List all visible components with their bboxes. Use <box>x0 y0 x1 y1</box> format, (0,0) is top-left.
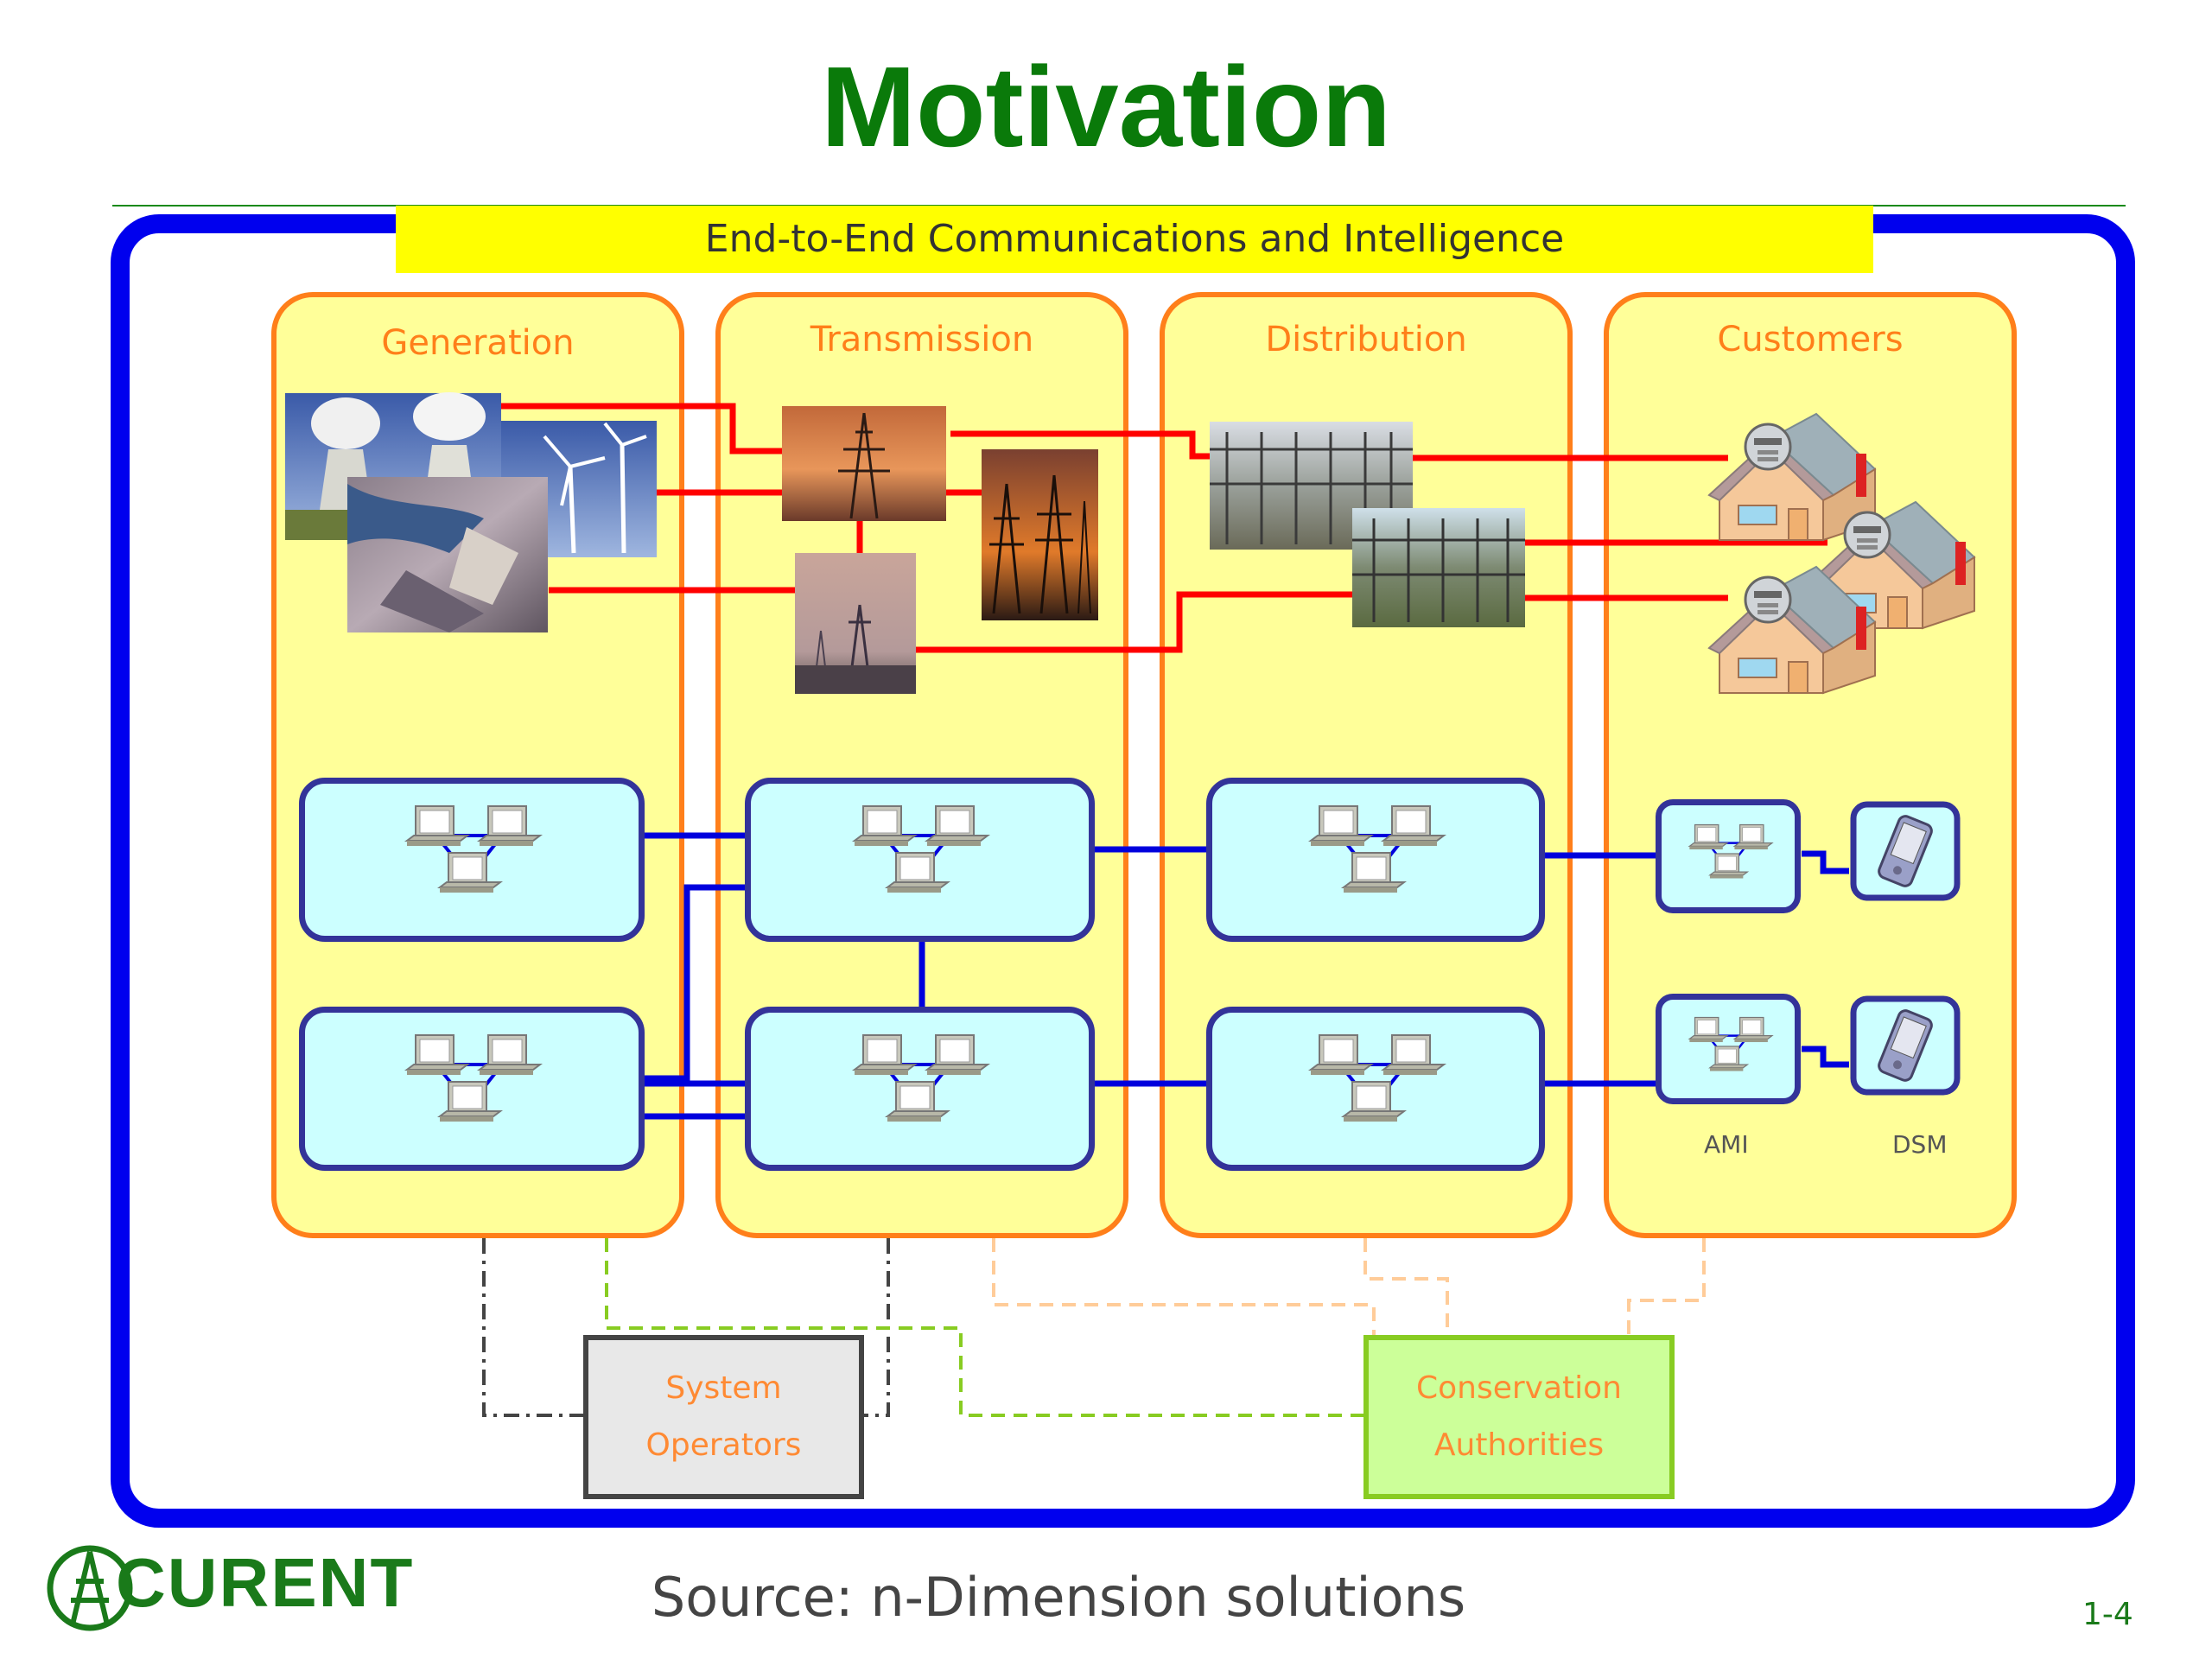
oversight-links <box>482 1238 1706 1417</box>
ami-label: AMI <box>1704 1130 1749 1159</box>
source-credit: Source: n-Dimension solutions <box>651 1566 1466 1629</box>
conservation-authorities-box: Conservation Authorities <box>1363 1335 1675 1499</box>
system-operators-line2: Operators <box>645 1427 802 1463</box>
generation-network-lower <box>299 1007 645 1171</box>
slide-title: Motivation <box>821 43 1391 170</box>
transmission-network-upper <box>745 778 1095 942</box>
column-title-customers: Customers <box>1717 320 1904 359</box>
column-title-generation: Generation <box>381 323 575 363</box>
column-title-transmission: Transmission <box>810 320 1034 359</box>
transmission-towers-haze-photo <box>795 553 916 694</box>
transmission-tower-sunset-photo <box>782 406 946 521</box>
dsm-label: DSM <box>1892 1130 1948 1159</box>
substation-photo-2 <box>1352 508 1525 627</box>
comm-lines <box>644 832 1849 1120</box>
transmission-network-lower <box>745 1007 1095 1171</box>
dsm-device-icon <box>1849 994 1961 1097</box>
diagram-banner: End-to-End Communications and Intelligen… <box>396 206 1873 273</box>
column-title-distribution: Distribution <box>1265 320 1467 359</box>
distribution-network-upper <box>1206 778 1545 942</box>
distribution-network-lower <box>1206 1007 1545 1171</box>
ami-network-lower <box>1656 994 1801 1104</box>
conservation-authorities-line1: Conservation <box>1415 1370 1622 1406</box>
ami-network-upper <box>1656 799 1801 913</box>
curent-logo-icon <box>47 1545 133 1631</box>
hydro-dam-photo <box>347 477 548 632</box>
page-number: 1-4 <box>2082 1597 2133 1632</box>
curent-logo-text: CURENT <box>116 1544 415 1621</box>
dsm-device-icon <box>1849 799 1961 903</box>
transmission-towers-dusk-photo <box>982 449 1098 620</box>
system-operators-line1: System <box>665 1370 782 1406</box>
generation-network-upper <box>299 778 645 942</box>
conservation-authorities-line2: Authorities <box>1433 1427 1605 1463</box>
substation-photo-1 <box>1210 422 1413 550</box>
system-operators-box: System Operators <box>583 1335 864 1499</box>
power-lines <box>501 403 1827 653</box>
